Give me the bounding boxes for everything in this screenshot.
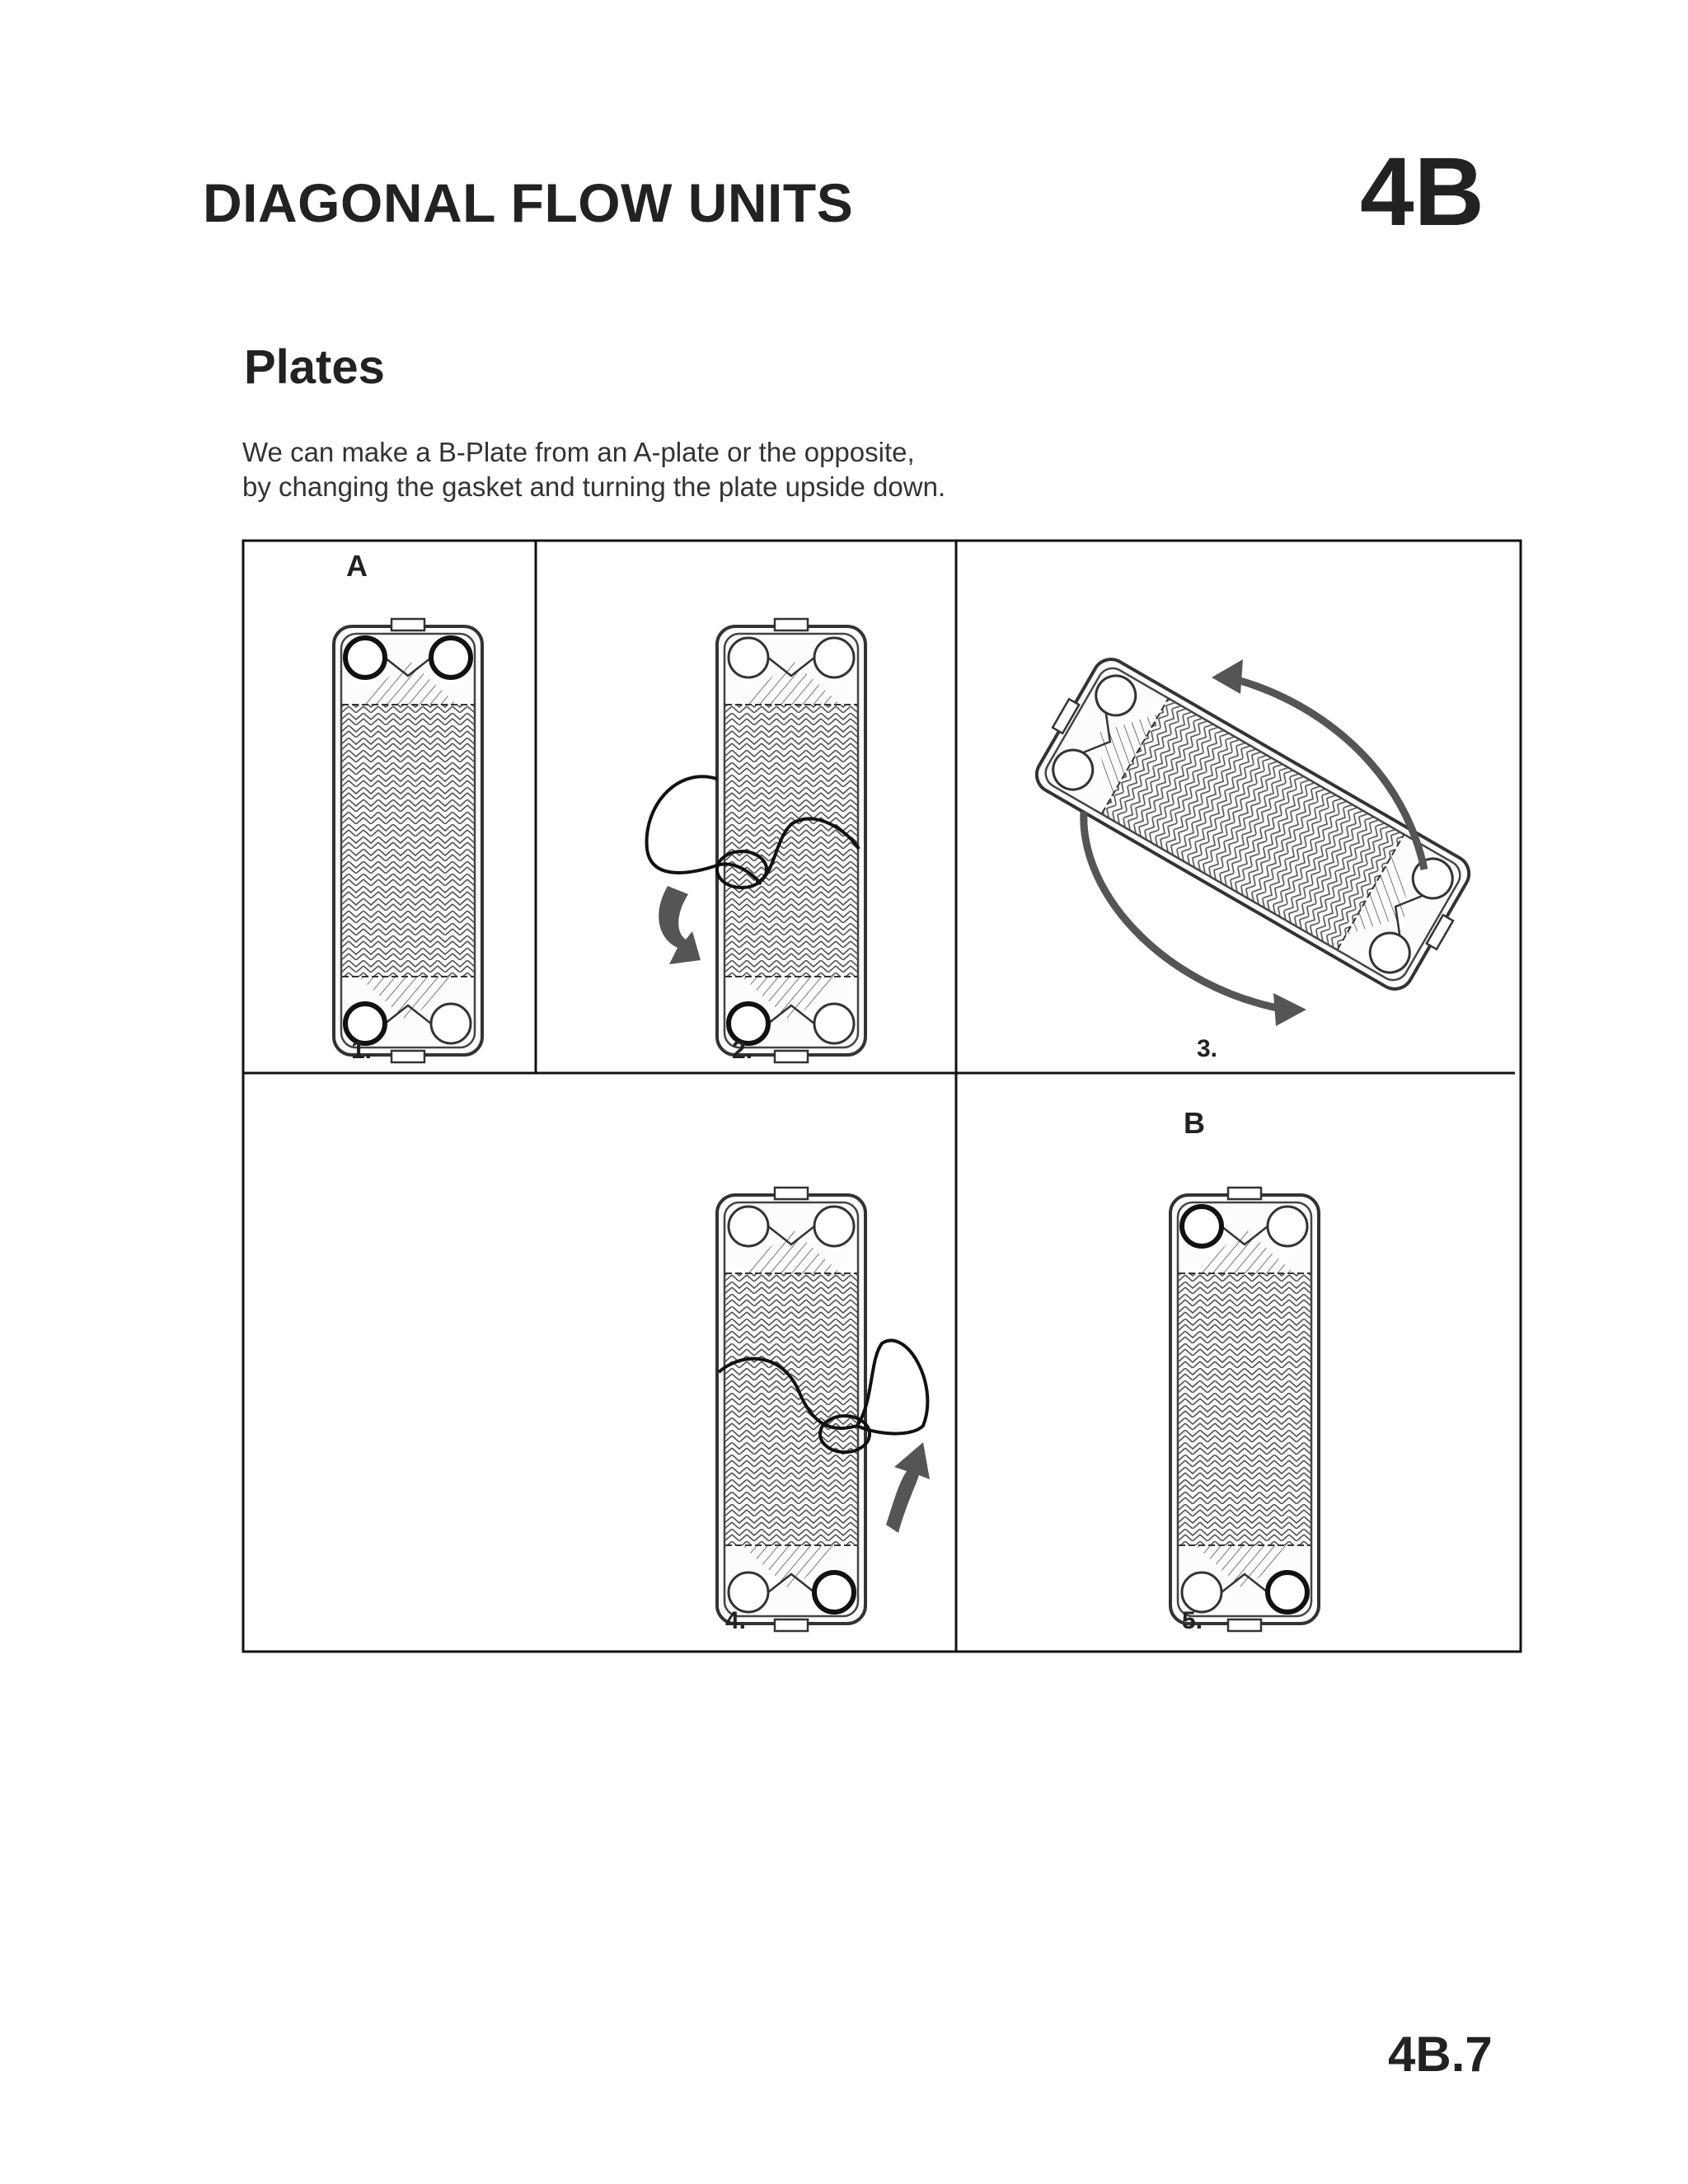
plate-step-2 bbox=[715, 617, 867, 1064]
step-label-5: 5. bbox=[1182, 1607, 1203, 1634]
step-label-3: 3. bbox=[1197, 1035, 1218, 1062]
figure-grid bbox=[241, 539, 1522, 1653]
arrow-up-icon bbox=[886, 1442, 930, 1533]
plate-step-1 bbox=[332, 617, 484, 1064]
step-label-4: 4. bbox=[725, 1607, 747, 1634]
section-code: 4B bbox=[1360, 138, 1484, 246]
intro-line-2: by changing the gasket and turning the p… bbox=[242, 471, 946, 502]
section-heading: Plates bbox=[244, 340, 385, 394]
page-title: DIAGONAL FLOW UNITS bbox=[203, 172, 854, 233]
plate-step-5 bbox=[1169, 1186, 1320, 1633]
rotate-arrow-bottom-icon bbox=[1080, 811, 1287, 1014]
rotate-arrow-top-icon bbox=[1219, 672, 1428, 870]
arrow-down-icon bbox=[659, 886, 701, 964]
page-number: 4B.7 bbox=[1388, 2027, 1493, 2082]
intro-text: We can make a B-Plate from an A-plate or… bbox=[242, 435, 945, 504]
intro-line-1: We can make a B-Plate from an A-plate or… bbox=[242, 437, 915, 467]
step-label-1: 1. bbox=[351, 1037, 373, 1064]
plate-step-4 bbox=[715, 1186, 867, 1633]
label-b: B bbox=[1184, 1106, 1205, 1140]
gasket-loop-2 bbox=[645, 775, 860, 885]
label-a: A bbox=[346, 549, 368, 583]
gasket-loop-4 bbox=[717, 1338, 930, 1436]
step-label-2: 2. bbox=[732, 1037, 753, 1064]
